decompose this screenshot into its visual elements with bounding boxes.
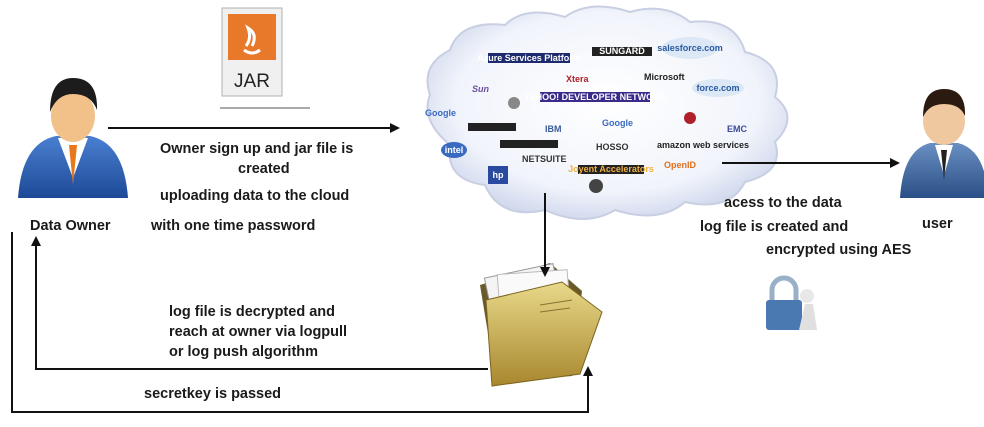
decrypted-line-2: reach at owner via logpull: [169, 324, 348, 340]
access-line-1: acess to the data: [724, 195, 842, 211]
access-line-2: log file is created and: [700, 219, 849, 235]
logo-xtera: Xtera: [566, 74, 590, 84]
logo-openid: OpenID: [664, 160, 697, 170]
decrypted-line-1: log file is decrypted and: [169, 304, 335, 320]
arrow-secretkey-to-folder: [11, 232, 593, 413]
jar-file-icon: JAR: [220, 7, 310, 109]
data-owner-person-icon: [18, 78, 128, 198]
data-owner-label: Data Owner: [30, 218, 111, 234]
logo-force: force.com: [696, 83, 739, 93]
logo-sun: Sun: [472, 84, 490, 94]
logo-ibm: IBM: [545, 124, 562, 134]
logo-azure: Azure Services Platform: [477, 53, 581, 63]
uploading-line-2: with one time password: [151, 218, 316, 234]
uploading-line-1: uploading data to the cloud: [160, 188, 350, 204]
secretkey-label: secretkey is passed: [144, 386, 282, 402]
user-person-icon: [900, 89, 984, 198]
cloud-icon: Azure Services Platform SUNGARD salesfor…: [425, 5, 789, 220]
logo-hosso: HOSSO: [596, 142, 629, 152]
logo-google-1: Google: [425, 108, 456, 118]
jar-label: JAR: [234, 71, 270, 92]
logo-yahoo: YAHOO! DEVELOPER NETWORK: [524, 92, 667, 102]
padlock-icon: [766, 275, 817, 330]
logo-intel: intel: [445, 145, 464, 155]
logo-emc: EMC: [727, 124, 748, 134]
access-line-3: encrypted using AES: [766, 242, 912, 258]
logo-microsoft: Microsoft: [644, 72, 685, 82]
logo-netsuite: NETSUITE: [522, 154, 567, 164]
logo-hp: hp: [493, 170, 504, 180]
decrypted-line-3: or log push algorithm: [169, 344, 319, 360]
logo-sungard: SUNGARD: [599, 46, 645, 56]
logo-amazon: amazon web services: [657, 140, 749, 150]
logo-joyent: Joyent Accelerators: [568, 164, 654, 174]
logo-salesforce: salesforce.com: [657, 43, 723, 53]
arrow-folder-to-owner: [31, 236, 488, 370]
user-label: user: [922, 216, 953, 232]
folder-icon: [480, 263, 603, 387]
logo-google-2: Google: [602, 118, 633, 128]
owner-signup-line-2: created: [238, 161, 290, 177]
owner-signup-line-1: Owner sign up and jar file is: [160, 141, 354, 157]
